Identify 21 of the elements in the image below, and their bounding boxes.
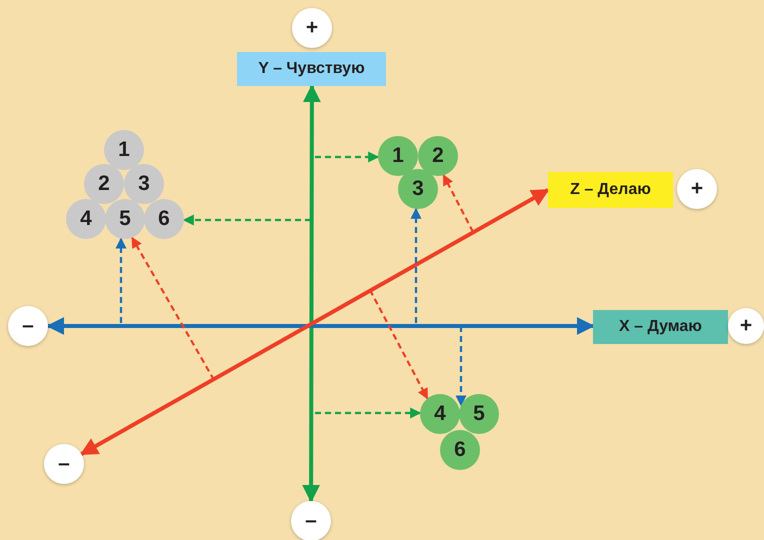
dashed-arrow bbox=[410, 208, 422, 323]
dashed-arrow bbox=[182, 214, 311, 226]
axis-label: Z – Делаю bbox=[548, 172, 673, 208]
axis-label: Y – Чувствую bbox=[237, 52, 386, 86]
dashed-arrow bbox=[369, 289, 428, 400]
plus-sign: + bbox=[728, 308, 764, 344]
axis-arrow bbox=[80, 188, 550, 456]
dashed-arrow bbox=[315, 152, 380, 162]
axis-label: X – Думаю bbox=[593, 310, 728, 344]
dashed-arrow bbox=[442, 174, 474, 232]
minus-sign: – bbox=[8, 306, 48, 346]
dashed-arrow bbox=[456, 326, 466, 406]
plus-sign: + bbox=[292, 8, 332, 48]
minus-sign: – bbox=[291, 501, 331, 540]
minus-sign: – bbox=[44, 444, 84, 484]
axis-arrow bbox=[46, 317, 595, 335]
dashed-arrow bbox=[116, 238, 126, 323]
dashed-arrow bbox=[315, 408, 422, 418]
axis-arrow bbox=[302, 84, 321, 503]
dashed-arrow bbox=[131, 236, 215, 381]
plus-sign: + bbox=[677, 169, 717, 209]
